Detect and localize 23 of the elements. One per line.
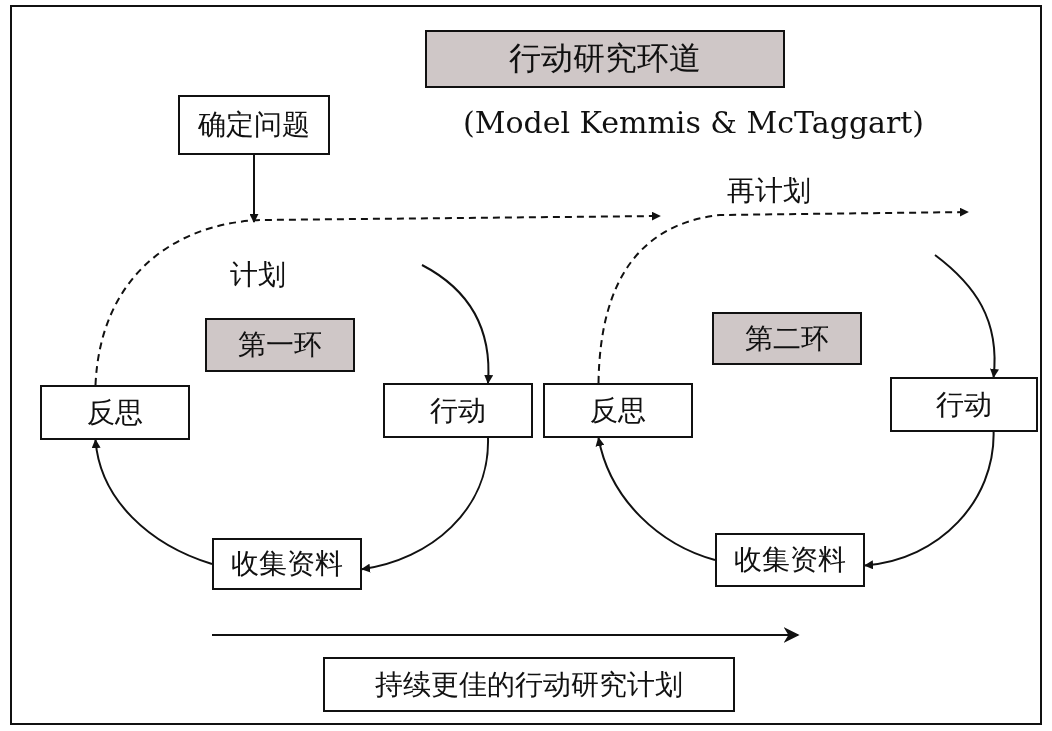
loop-label: 再计划: [727, 173, 811, 209]
process-box: 持续更佳的行动研究计划: [323, 657, 735, 712]
arrow: [864, 431, 995, 569]
cycle-label-box: 第二环: [712, 312, 862, 365]
arrow: [934, 254, 999, 378]
process-box: 收集资料: [212, 538, 362, 590]
arrow: [421, 264, 493, 384]
arrow: [249, 154, 259, 223]
cycle-label-box: 第一环: [205, 318, 355, 372]
process-box: 反思: [40, 385, 190, 440]
subtitle: (Model Kemmis & McTaggart): [463, 105, 925, 140]
process-box: 反思: [543, 383, 693, 438]
dashed-arrow: [597, 207, 969, 384]
title-banner: 行动研究环道: [425, 30, 785, 88]
loop-label: 计划: [230, 257, 286, 293]
process-box: 行动: [383, 383, 533, 438]
process-box: 收集资料: [715, 533, 865, 587]
arrow: [596, 437, 716, 561]
arrow: [92, 439, 213, 565]
process-box: 行动: [890, 377, 1038, 432]
process-box: 确定问题: [178, 95, 330, 155]
dashed-arrow: [94, 211, 661, 386]
arrow: [361, 437, 489, 573]
